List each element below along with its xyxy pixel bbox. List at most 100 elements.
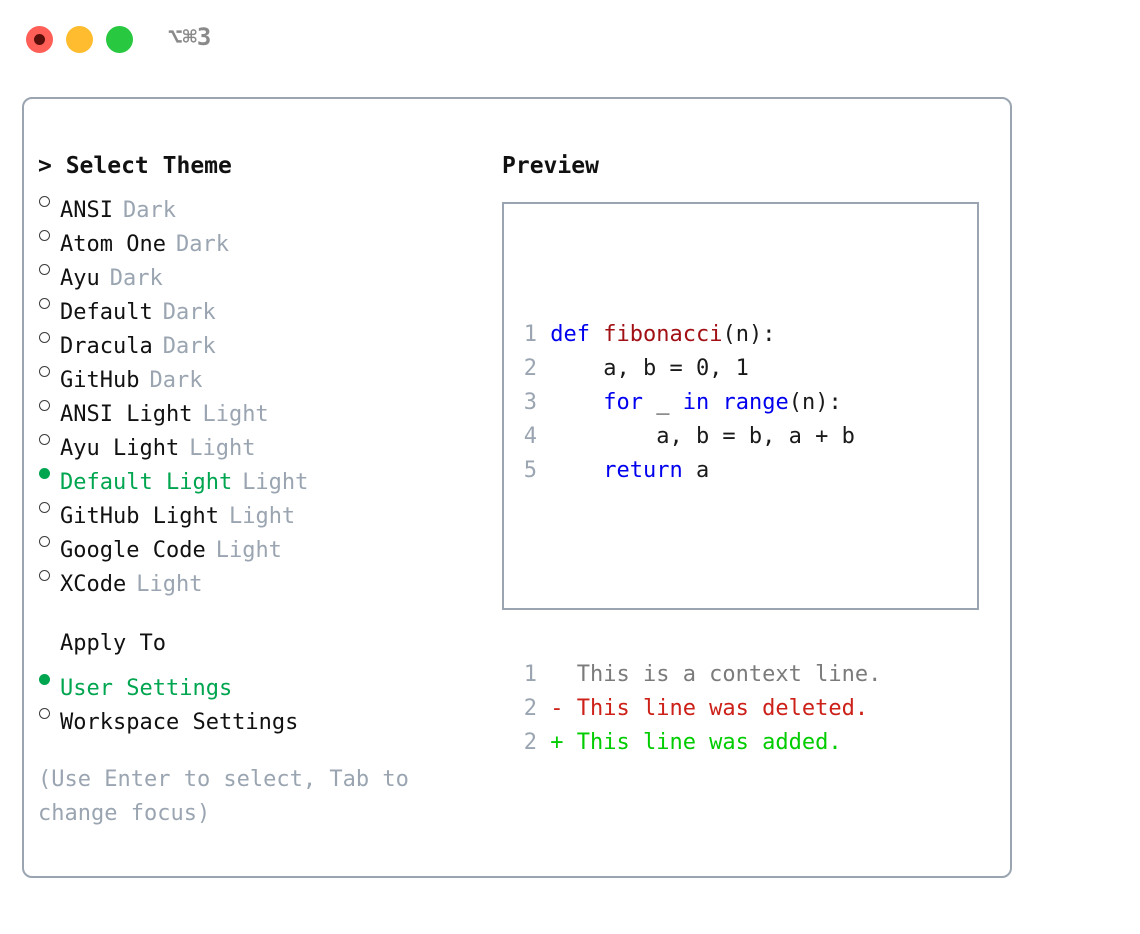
theme-option-label: Ayu Light <box>60 436 180 461</box>
theme-option-default-light[interactable]: Default Light Light <box>38 455 508 495</box>
diff-line-text: This is a context line. <box>537 662 882 687</box>
radio-unselected-icon[interactable] <box>38 695 60 729</box>
diff-line-context: 1 This is a context line. <box>515 658 882 692</box>
theme-option-label: Default <box>60 300 153 325</box>
zoom-button[interactable] <box>106 26 133 53</box>
theme-variant-tag: Dark <box>122 198 176 223</box>
theme-option-github-light[interactable]: GitHub Light Light <box>38 489 508 529</box>
theme-variant-tag: Dark <box>109 266 163 291</box>
radio-selected-icon[interactable] <box>38 661 60 695</box>
apply-to-option-user-settings[interactable]: User Settings <box>38 661 508 701</box>
theme-option-ayu[interactable]: Ayu Dark <box>38 251 508 291</box>
line-number: 1 <box>523 662 537 687</box>
theme-option-label: ANSI <box>60 198 113 223</box>
line-number: 3 <box>523 390 537 415</box>
line-number: 5 <box>523 458 537 483</box>
diff-line-text: - This line was deleted. <box>537 696 869 721</box>
theme-option-github[interactable]: GitHub Dark <box>38 353 508 393</box>
code-token: in <box>682 390 710 415</box>
apply-to-option-label: Workspace Settings <box>60 710 299 735</box>
code-token: fibonacci <box>603 322 723 347</box>
theme-option-label: Google Code <box>60 538 206 563</box>
code-line: 4 a, b = b, a + b <box>515 420 881 454</box>
theme-option-label: Atom One <box>60 232 166 257</box>
code-token <box>709 390 722 415</box>
theme-option-ansi-light[interactable]: ANSI Light Light <box>38 387 508 427</box>
code-line: 1 def fibonacci(n): <box>515 318 881 352</box>
radio-unselected-icon[interactable] <box>38 319 60 353</box>
code-line: 3 for _ in range(n): <box>515 386 881 420</box>
preview-column: Preview 1 def fibonacci(n):2 a, b = 0, 1… <box>502 149 1002 755</box>
radio-unselected-icon[interactable] <box>38 489 60 523</box>
apply-to-header: Apply To <box>60 631 166 656</box>
theme-variant-tag: Light <box>228 504 296 529</box>
diff-sample: 1 This is a context line.2 - This line w… <box>515 658 882 760</box>
theme-variant-tag: Light <box>202 402 269 427</box>
preview-title: Preview <box>502 153 599 179</box>
radio-unselected-icon[interactable] <box>38 251 60 285</box>
line-number: 4 <box>523 424 537 449</box>
theme-option-ayu-light[interactable]: Ayu Light Light <box>38 421 508 461</box>
radio-unselected-icon[interactable] <box>38 523 60 557</box>
theme-option-label: GitHub Light <box>60 504 219 529</box>
radio-unselected-icon[interactable] <box>38 285 60 319</box>
theme-variant-tag: Dark <box>162 334 216 359</box>
preview-spacer <box>515 556 881 590</box>
theme-option-ansi[interactable]: ANSI Dark <box>38 183 508 223</box>
minimize-button[interactable] <box>66 26 93 53</box>
line-number: 2 <box>523 730 537 755</box>
line-number: 2 <box>523 696 537 721</box>
code-token: def <box>550 322 590 347</box>
window-title: ⌥⌘3 <box>168 23 212 51</box>
title-bar: ⌥⌘3 <box>0 0 1140 80</box>
theme-option-atom-one[interactable]: Atom One Dark <box>38 217 508 257</box>
code-token <box>537 390 603 415</box>
code-token: return <box>603 458 683 483</box>
theme-variant-tag: Dark <box>149 368 203 393</box>
code-line: 2 a, b = 0, 1 <box>515 352 881 386</box>
theme-option-label: XCode <box>60 572 127 597</box>
radio-unselected-icon[interactable] <box>38 353 60 387</box>
code-line: 5 return a <box>515 454 881 488</box>
theme-option-default[interactable]: Default Dark <box>38 285 508 325</box>
theme-variant-tag: Light <box>189 436 256 461</box>
radio-unselected-icon[interactable] <box>38 557 60 591</box>
diff-line-added: 2 + This line was added. <box>515 726 881 760</box>
theme-variant-tag: Light <box>242 470 309 495</box>
theme-option-xcode[interactable]: XCode Light <box>38 557 508 597</box>
theme-variant-tag: Light <box>136 572 203 597</box>
line-number: 2 <box>523 356 537 381</box>
theme-option-label: ANSI Light <box>60 402 193 427</box>
code-token <box>537 322 550 347</box>
theme-option-label: Default Light <box>60 470 233 495</box>
radio-unselected-icon[interactable] <box>38 387 60 421</box>
code-token: a, b = 0, 1 <box>537 356 749 381</box>
radio-unselected-icon[interactable] <box>38 217 60 251</box>
theme-option-label: Ayu <box>60 266 100 291</box>
keyboard-hint-text: (Use Enter to select, Tab to change focu… <box>38 767 423 826</box>
apply-to-option-workspace-settings[interactable]: Workspace Settings <box>38 695 508 735</box>
code-token: _ <box>642 390 683 415</box>
theme-variant-tag: Dark <box>175 232 229 257</box>
code-token <box>537 458 603 483</box>
line-number: 1 <box>523 322 537 347</box>
radio-unselected-icon[interactable] <box>38 183 60 217</box>
radio-unselected-icon[interactable] <box>38 421 60 455</box>
code-token: a, b = b, a + b <box>537 424 855 449</box>
theme-option-label: GitHub <box>60 368 140 393</box>
apply-to-option-label: User Settings <box>60 676 233 701</box>
theme-variant-tag: Dark <box>162 300 216 325</box>
radio-selected-icon[interactable] <box>38 455 60 489</box>
code-token: (n): <box>788 390 842 415</box>
select-theme-header: > Select Theme <box>38 153 232 179</box>
code-token: a <box>682 458 710 483</box>
